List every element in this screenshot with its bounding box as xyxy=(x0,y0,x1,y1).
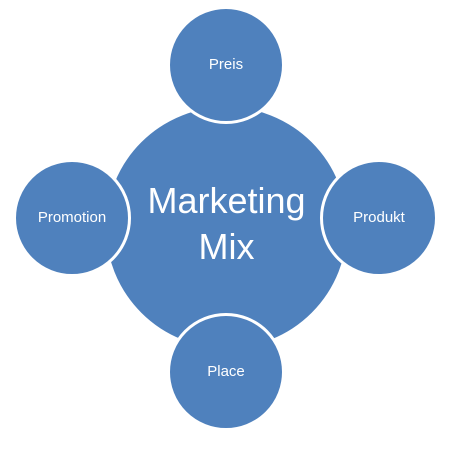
node-produkt-label: Produkt xyxy=(353,209,405,226)
node-place-label: Place xyxy=(207,363,245,380)
center-node-label: Marketing Mix xyxy=(147,179,306,267)
center-node-marketing-mix: Marketing Mix xyxy=(103,104,350,351)
node-place: Place xyxy=(167,313,285,431)
node-produkt: Produkt xyxy=(320,159,438,277)
node-preis: Preis xyxy=(167,6,285,124)
node-promotion-label: Promotion xyxy=(37,209,107,226)
node-promotion: Promotion xyxy=(13,159,131,277)
node-preis-label: Preis xyxy=(208,56,244,73)
